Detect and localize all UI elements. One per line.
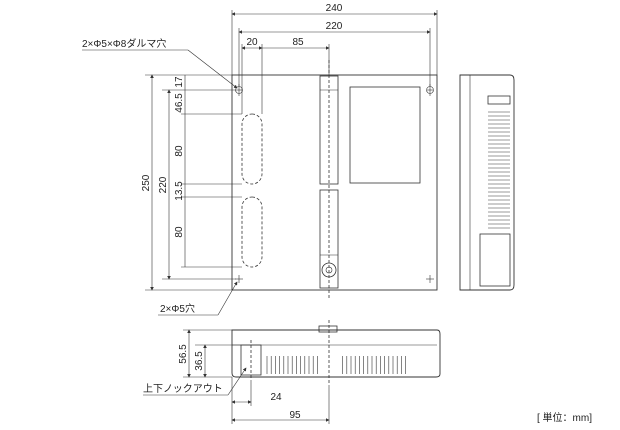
bottom-view bbox=[231, 320, 441, 385]
dim-17: 17 bbox=[174, 76, 185, 88]
dim-13-5: 13.5 bbox=[174, 181, 185, 201]
dim-220: 220 bbox=[326, 21, 343, 32]
hole-bottom-right bbox=[426, 275, 434, 283]
bottom-dimensions: 56.5 36.5 24 95 bbox=[178, 329, 330, 424]
note-keyhole: 2×Φ5×Φ8ダルマ穴 bbox=[82, 37, 166, 50]
knockout-slot-lower bbox=[241, 196, 263, 268]
dim-85: 85 bbox=[292, 37, 304, 48]
top-dimensions: 240 220 20 85 bbox=[231, 3, 438, 114]
dim-56-5: 56.5 bbox=[178, 344, 189, 364]
dim-95: 95 bbox=[289, 410, 301, 421]
dim-36-5: 36.5 bbox=[194, 351, 205, 371]
side-vent-slots bbox=[488, 111, 510, 229]
holes-note: 2×Φ5穴 bbox=[158, 281, 238, 316]
dim-46-5: 46.5 bbox=[174, 93, 185, 113]
hole-bottom-left bbox=[235, 275, 243, 283]
front-panel-outline bbox=[231, 74, 438, 291]
side-view bbox=[459, 74, 515, 291]
dim-80-lower: 80 bbox=[174, 226, 185, 238]
note-holes: 2×Φ5穴 bbox=[160, 302, 195, 315]
left-dimensions: 250 220 17 46.5 80 13.5 80 bbox=[141, 74, 242, 291]
side-outline bbox=[459, 74, 515, 291]
front-view bbox=[231, 60, 438, 300]
display-window bbox=[349, 86, 421, 184]
dim-24: 24 bbox=[270, 392, 282, 403]
dim-220-vertical: 220 bbox=[158, 176, 169, 193]
dim-240: 240 bbox=[326, 3, 343, 14]
unit-label: [ 単位：mm] bbox=[537, 411, 592, 424]
knockout-slot-upper bbox=[241, 113, 263, 185]
bottom-vent-slots bbox=[266, 356, 406, 374]
dim-80-upper: 80 bbox=[174, 145, 185, 157]
knockout-note: 上下ノックアウト bbox=[143, 367, 247, 396]
dim-250: 250 bbox=[141, 174, 152, 191]
dim-20: 20 bbox=[246, 37, 258, 48]
note-knockout: 上下ノックアウト bbox=[143, 383, 223, 395]
keyhole-note: 2×Φ5×Φ8ダルマ穴 bbox=[82, 37, 238, 89]
bottom-outline bbox=[231, 329, 441, 378]
